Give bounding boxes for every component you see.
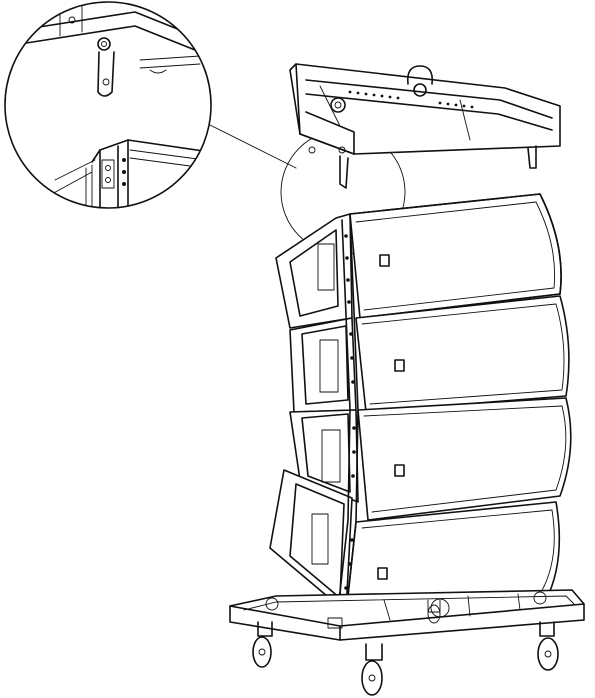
logo-badge-icon — [379, 254, 390, 267]
rigging-rail — [337, 213, 359, 615]
caster-wheel-icon — [252, 621, 273, 668]
cabinet-1 — [275, 193, 562, 329]
caster-wheel-icon — [427, 599, 441, 624]
logo-badge-icon — [394, 464, 405, 477]
shackle-icon — [406, 65, 434, 85]
ground-stack-cart — [229, 589, 585, 641]
cabinet-4 — [269, 469, 561, 615]
callout-leader-line — [209, 124, 297, 169]
magnifier-circle-icon — [4, 1, 212, 209]
caster-wheel-icon — [361, 643, 383, 696]
logo-badge-icon — [394, 359, 405, 372]
logo-badge-icon — [377, 567, 388, 580]
magnified-hinge-detail — [19, 5, 211, 208]
caster-wheel-icon — [537, 621, 559, 671]
fly-frame — [289, 63, 561, 189]
cabinet-2 — [289, 295, 570, 413]
